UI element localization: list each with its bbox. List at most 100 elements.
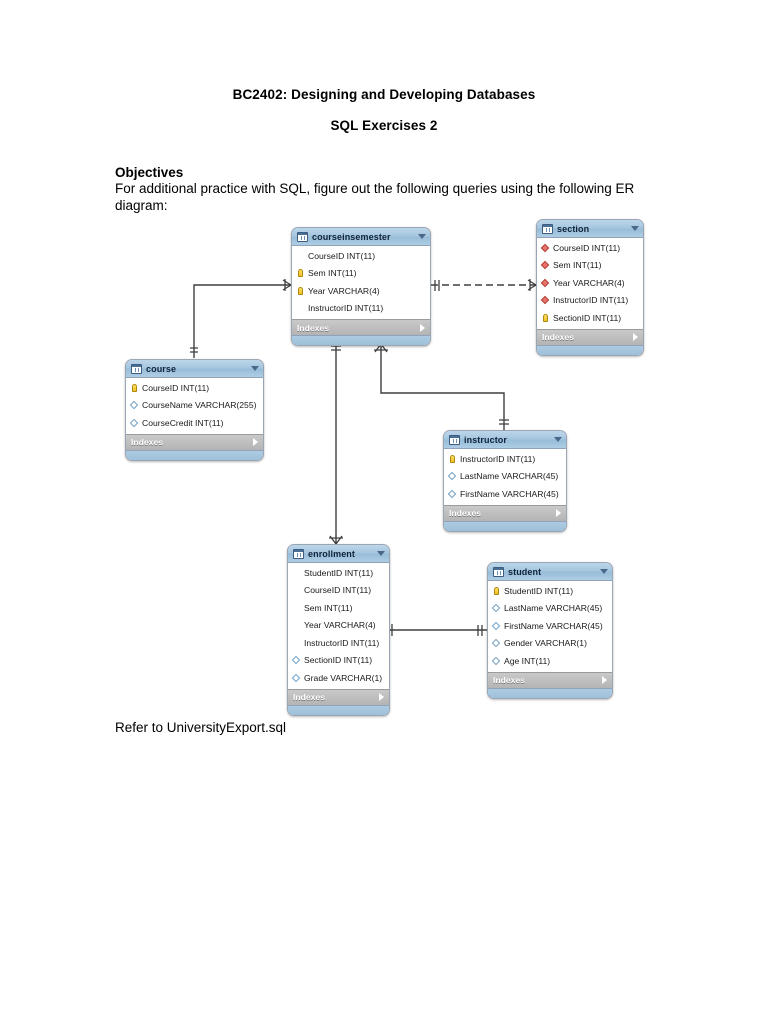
column-label: Sem INT(11): [304, 602, 353, 613]
objectives-body: For additional practice with SQL, figure…: [115, 181, 635, 213]
er-column[interactable]: Year VARCHAR(4): [537, 274, 643, 292]
indexes-section[interactable]: Indexes: [126, 433, 263, 450]
column-label: Gender VARCHAR(1): [504, 638, 587, 649]
column-label: Year VARCHAR(4): [304, 620, 376, 631]
er-table-enrollment[interactable]: enrollment StudentID INT(11) CourseID IN…: [287, 544, 390, 716]
chevron-right-icon[interactable]: [420, 323, 425, 332]
er-table-header[interactable]: enrollment: [288, 545, 389, 563]
er-column[interactable]: Sem INT(11): [292, 265, 430, 283]
chevron-right-icon[interactable]: [379, 693, 384, 701]
er-column-list: StudentID INT(11) LastName VARCHAR(45) F…: [488, 581, 612, 672]
indexes-label: Indexes: [293, 692, 326, 702]
er-table-student[interactable]: student StudentID INT(11) LastName VARCH…: [487, 562, 613, 699]
column-label: InstructorID INT(11): [553, 295, 629, 306]
er-table-instructor[interactable]: instructor InstructorID INT(11) LastName…: [443, 430, 567, 532]
er-column[interactable]: StudentID INT(11): [488, 582, 612, 600]
er-column[interactable]: CourseName VARCHAR(255): [126, 397, 263, 415]
er-column[interactable]: LastName VARCHAR(45): [444, 468, 566, 486]
er-column-list: InstructorID INT(11) LastName VARCHAR(45…: [444, 449, 566, 505]
er-column[interactable]: CourseID INT(11): [288, 582, 389, 600]
er-column[interactable]: Year VARCHAR(4): [292, 282, 430, 300]
er-column[interactable]: CourseID INT(11): [126, 379, 263, 397]
column-label: StudentID INT(11): [504, 585, 574, 596]
chevron-right-icon[interactable]: [633, 333, 638, 341]
relationship-course-courseinsemester: [193, 284, 291, 358]
column-diamond-icon: [131, 400, 139, 410]
column-diamond-icon: [493, 656, 501, 666]
er-column[interactable]: FirstName VARCHAR(45): [488, 617, 612, 635]
er-column[interactable]: CourseCredit INT(11): [126, 414, 263, 432]
column-label: Year VARCHAR(4): [553, 277, 625, 288]
chevron-down-icon[interactable]: [251, 366, 259, 371]
table-icon: [449, 434, 460, 445]
chevron-down-icon[interactable]: [600, 569, 608, 574]
chevron-right-icon[interactable]: [556, 509, 561, 517]
column-label: SectionID INT(11): [304, 655, 373, 666]
relationship-courseinsemester-instructor: [380, 344, 505, 430]
er-column[interactable]: FirstName VARCHAR(45): [444, 485, 566, 503]
er-column[interactable]: Year VARCHAR(4): [288, 617, 389, 635]
er-column[interactable]: Sem INT(11): [288, 599, 389, 617]
column-label: CourseCredit INT(11): [142, 417, 224, 428]
chevron-down-icon[interactable]: [554, 437, 562, 442]
er-column[interactable]: InstructorID INT(11): [537, 292, 643, 310]
er-column[interactable]: InstructorID INT(11): [288, 634, 389, 652]
column-diamond-icon: [493, 638, 501, 648]
primary-key-icon: [297, 286, 305, 296]
primary-key-icon: [131, 383, 139, 393]
page-subtitle: SQL Exercises 2: [330, 118, 438, 133]
foreign-key-icon: [542, 260, 550, 270]
chevron-right-icon[interactable]: [253, 438, 258, 446]
column-label: SectionID INT(11): [553, 312, 622, 323]
er-table-name: instructor: [464, 434, 508, 445]
chevron-down-icon[interactable]: [418, 234, 426, 239]
foreign-key-icon: [542, 243, 550, 253]
er-table-header[interactable]: course: [126, 360, 263, 378]
table-icon: [293, 548, 304, 559]
er-column[interactable]: StudentID INT(11): [288, 564, 389, 582]
primary-key-icon: [297, 268, 305, 278]
column-label: Age INT(11): [504, 655, 551, 666]
er-table-header[interactable]: courseinsemester: [292, 228, 430, 246]
er-table-name: section: [557, 223, 590, 234]
er-column[interactable]: InstructorID INT(11): [444, 450, 566, 468]
column-diamond-icon: [493, 603, 501, 613]
er-column[interactable]: CourseID INT(11): [537, 239, 643, 257]
er-table-section[interactable]: section CourseID INT(11) Sem INT(11) Yea…: [536, 219, 644, 356]
indexes-section[interactable]: Indexes: [537, 328, 643, 345]
column-label: Year VARCHAR(4): [308, 285, 380, 296]
foreign-key-icon: [542, 278, 550, 288]
er-column[interactable]: Grade VARCHAR(1): [288, 669, 389, 687]
chevron-right-icon[interactable]: [602, 676, 607, 684]
indexes-section[interactable]: Indexes: [288, 688, 389, 705]
er-column[interactable]: SectionID INT(11): [288, 652, 389, 670]
er-table-course[interactable]: course CourseID INT(11) CourseName VARCH…: [125, 359, 264, 461]
column-diamond-icon: [293, 655, 301, 665]
chevron-down-icon[interactable]: [631, 226, 639, 231]
er-table-courseinsemester[interactable]: courseinsemester CourseID INT(11) Sem IN…: [291, 227, 431, 346]
column-label: FirstName VARCHAR(45): [504, 620, 603, 631]
column-label: Sem INT(11): [553, 260, 602, 271]
table-icon: [131, 363, 142, 374]
er-column[interactable]: Age INT(11): [488, 652, 612, 670]
er-column[interactable]: SectionID INT(11): [537, 309, 643, 327]
er-column[interactable]: InstructorID INT(11): [292, 300, 430, 318]
er-table-header[interactable]: student: [488, 563, 612, 581]
er-column[interactable]: Sem INT(11): [537, 257, 643, 275]
er-column[interactable]: CourseID INT(11): [292, 247, 430, 265]
er-column-list: CourseID INT(11) Sem INT(11) Year VARCHA…: [292, 246, 430, 319]
table-icon: [297, 231, 308, 242]
er-column-list: StudentID INT(11) CourseID INT(11) Sem I…: [288, 563, 389, 689]
er-table-name: courseinsemester: [312, 231, 391, 242]
indexes-section[interactable]: Indexes: [444, 504, 566, 521]
chevron-down-icon[interactable]: [377, 551, 385, 556]
foreign-key-icon: [542, 295, 550, 305]
er-column[interactable]: Gender VARCHAR(1): [488, 635, 612, 653]
table-icon: [542, 223, 553, 234]
column-label: LastName VARCHAR(45): [504, 603, 603, 614]
er-table-header[interactable]: instructor: [444, 431, 566, 449]
indexes-section[interactable]: Indexes: [488, 671, 612, 688]
er-table-header[interactable]: section: [537, 220, 643, 238]
indexes-section[interactable]: Indexes: [292, 319, 430, 335]
er-column[interactable]: LastName VARCHAR(45): [488, 600, 612, 618]
